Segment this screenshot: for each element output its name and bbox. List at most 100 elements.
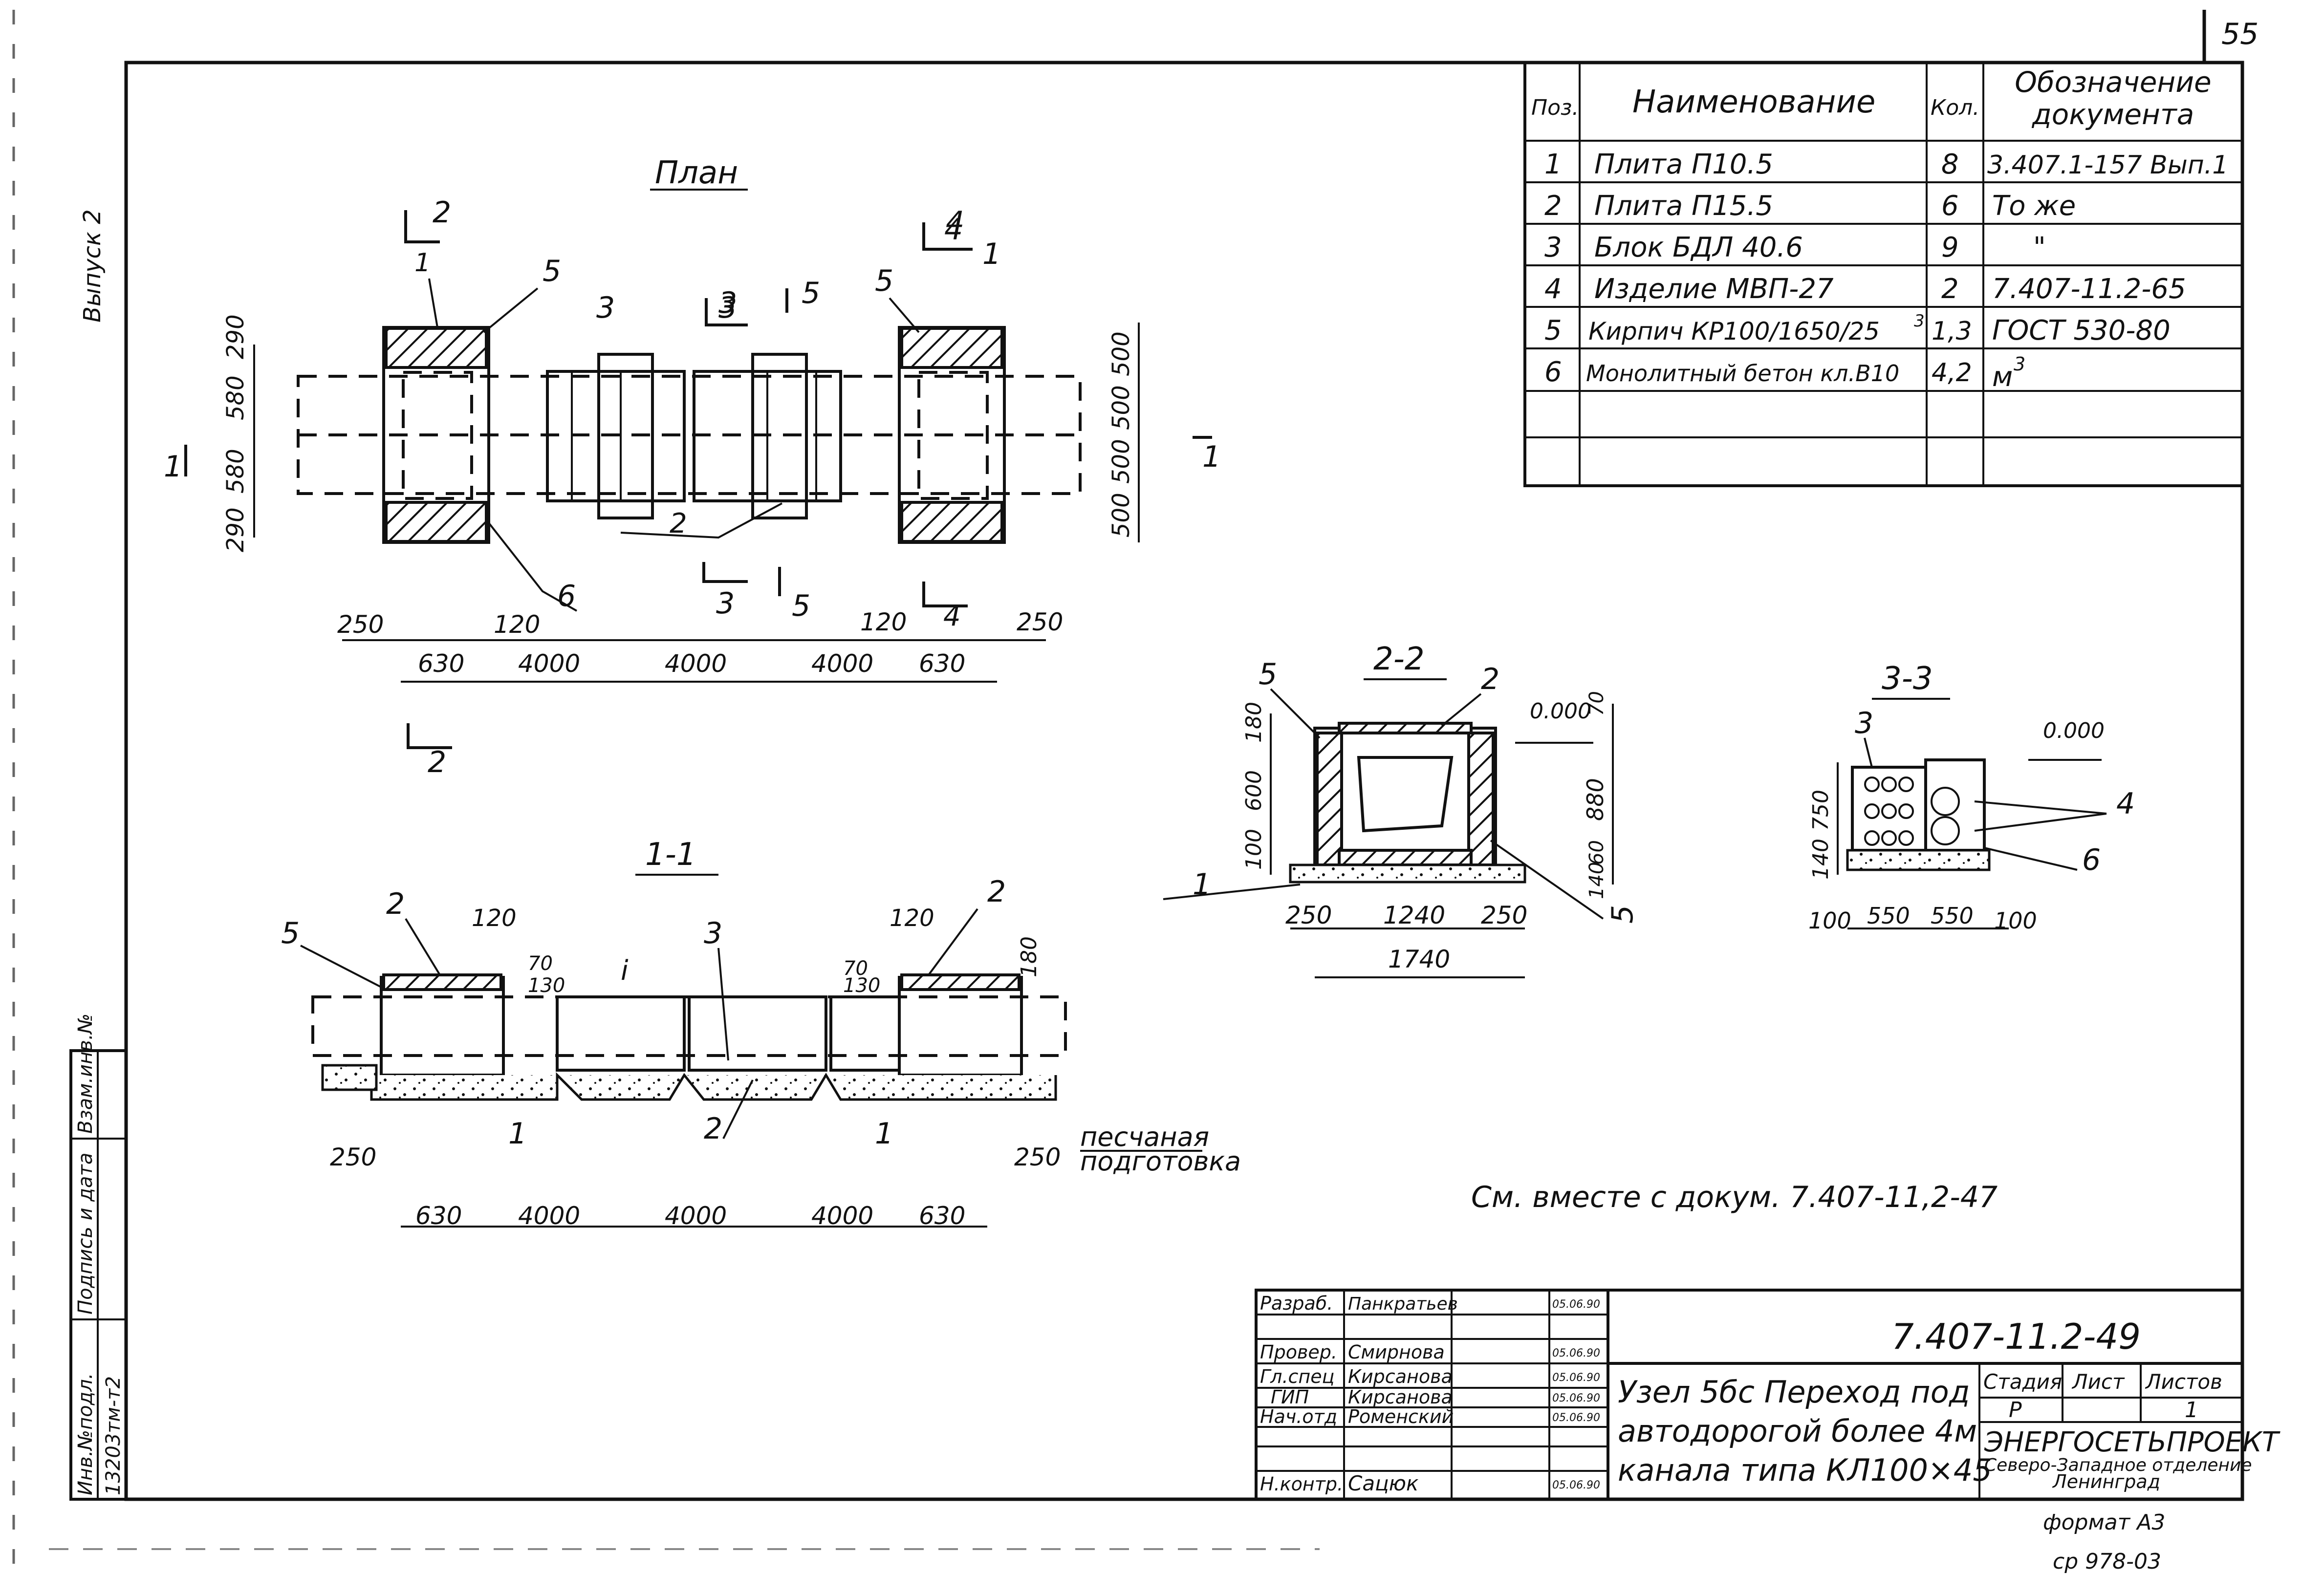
plan-section-mark: 2 [433,195,451,230]
s11-callout: 2 [386,887,405,921]
s22-bottom-dim: 250 [1285,901,1332,929]
tb-org-3: Ленинград [2052,1471,2160,1492]
spec-header-doc: Обозначение документа [2015,66,2212,131]
tb-role: ГИП [1271,1386,1309,1408]
plan-section-mark: 4 [944,213,963,247]
tb-name: Кирсанова [1348,1366,1453,1387]
plan-right-dim: 500 [1108,331,1135,376]
plan-callout: 2 [670,508,687,539]
s33-bottom-dim: 550 [1931,903,1974,929]
spec-header-pos: Поз. [1531,95,1579,120]
s11-dim: 250 [1014,1143,1061,1171]
spec-cell-pos: 6 [1544,356,1562,388]
tb-date: 05.06.90 [1552,1347,1600,1359]
tb-role: Провер. [1260,1341,1337,1363]
s11-dim: 70 [528,952,553,975]
s33-callout: 3 [1855,706,1873,740]
plan-section-mark: 3 [716,586,735,621]
s11-dim: 130 [528,974,565,997]
plan-section-mark: 4 [943,601,961,632]
spec-cell-name: Кирпич КР100/1650/25 [1588,317,1880,345]
s22-right-dim: 60 [1585,840,1608,865]
s33-callout: 4 [2116,787,2135,821]
plan-bottom-dim: 4000 [811,649,873,678]
plan-bottom-dim: 4000 [518,649,580,678]
spec-header-qty: Кол. [1931,95,1979,120]
s11-level-mark: i [621,955,629,987]
plan-left-dim: 580 [222,375,249,420]
spec-cell-doc: То же [1992,190,2076,222]
spec-cell-pos: 5 [1544,315,1562,346]
spec-cell-qty: 2 [1941,273,1959,305]
spec-unit-superscript: 3 [2014,353,2025,375]
spec-cell-pos: 1 [1544,149,1562,180]
plan-bottom-dim: 250 [1017,608,1063,636]
spec-cell-name: Монолитный бетон кл.В10 [1586,360,1899,387]
spec-cell-doc: 3.407.1-157 Вып.1 [1987,151,2228,180]
plan-section-mark: 2 [428,745,446,779]
s33-left-dim: 140 [1808,839,1833,880]
spec-unit-superscript: 3 [1914,311,1925,331]
format-label: формат А3 [2043,1510,2165,1535]
spec-row: 1 Плита П10.5 8 3.407.1-157 Вып.1 [1544,149,2228,180]
plan-bottom-dim: 250 [337,610,384,639]
spec-cell-name: Блок БДЛ 40.6 [1594,232,1803,263]
spec-cell-doc: 7.407-11.2-65 [1992,273,2186,305]
section-1-1: 1-1 5 2 3 2 1 2 1 120 70 130 120 70 130 … [281,837,1241,1230]
spec-cell-qty: 6 [1941,190,1959,222]
s22-level: 0.000 [1530,699,1591,724]
s33-callout: 6 [2082,843,2101,877]
plan-callout: 3 [596,291,615,325]
s33-left-dim: 750 [1808,790,1833,831]
s22-right-dim: 140 [1585,862,1608,899]
s11-dim: 180 [1017,936,1042,977]
s11-dim: 70 [843,957,868,980]
tb-role: Нач.отд [1260,1406,1337,1427]
s11-bottom-dim: 630 [415,1202,462,1230]
tb-stage-label: Стадия [1983,1370,2062,1394]
s22-left-dim: 180 [1241,702,1266,743]
s11-dim: 120 [890,905,934,932]
inv-no-value: 13203тм-т2 [102,1376,125,1495]
tb-stage: Р [2009,1398,2022,1423]
section-11-title: 1-1 [645,837,696,873]
spec-cell-pos: 3 [1544,232,1562,263]
s22-left-dim: 600 [1241,770,1266,811]
s11-callout: 5 [281,916,300,950]
spec-row: 4 Изделие МВП-27 2 7.407-11.2-65 [1544,273,2186,305]
pipe-holes [1864,776,1960,846]
tb-role: Разраб. [1260,1293,1333,1314]
plan-callout: 5 [802,276,820,310]
spec-cell-pos: 4 [1544,273,1562,305]
tb-date: 05.06.90 [1552,1392,1600,1404]
spec-cell-doc: м [1992,361,2013,393]
spec-cell-qty: 9 [1941,232,1959,263]
plan-right-dim: 500 [1108,493,1135,538]
s11-callout: 2 [704,1112,722,1146]
tb-date: 05.06.90 [1552,1298,1600,1311]
spec-cell-doc: " [2033,232,2046,263]
tb-date: 05.06.90 [1552,1479,1600,1491]
plan-section-mark: 5 [792,589,810,623]
page-number: 55 [2221,17,2259,51]
s11-bottom-dim: 4000 [811,1202,873,1230]
plan-right-dim: 500 [1108,385,1135,430]
s11-dim: 250 [330,1143,376,1171]
plan-view: План 1 5 3 3 5 5 4 1 2 [164,155,1221,779]
section-33-title: 3-3 [1882,661,1933,697]
spec-row: 3 Блок БДЛ 40.6 9 " [1544,232,2046,263]
s22-callout: 5 [1606,905,1640,924]
plan-right-dim: 500 [1108,439,1135,484]
plan-left-dim: 290 [222,314,249,359]
spec-header-name: Наименование [1632,84,1875,120]
spec-cell-pos: 2 [1544,190,1562,222]
tb-name: Сацюк [1348,1471,1419,1495]
tb-title-3: канала типа КЛ100×45 [1618,1452,1992,1488]
plan-callout: 4 [946,205,964,239]
tb-doc-code: 7.407-11.2-49 [1891,1316,2141,1357]
plan-bottom-dim: 630 [919,649,965,678]
section-3-3: 3-3 3 4 6 0.000 750 140 10 [1808,661,2135,934]
plan-callout: 1 [982,237,1001,271]
title-block: Разраб. Панкратьев 05.06.90 Провер. Смир… [1255,1289,2280,1501]
plan-bottom-dim: 630 [418,649,464,678]
